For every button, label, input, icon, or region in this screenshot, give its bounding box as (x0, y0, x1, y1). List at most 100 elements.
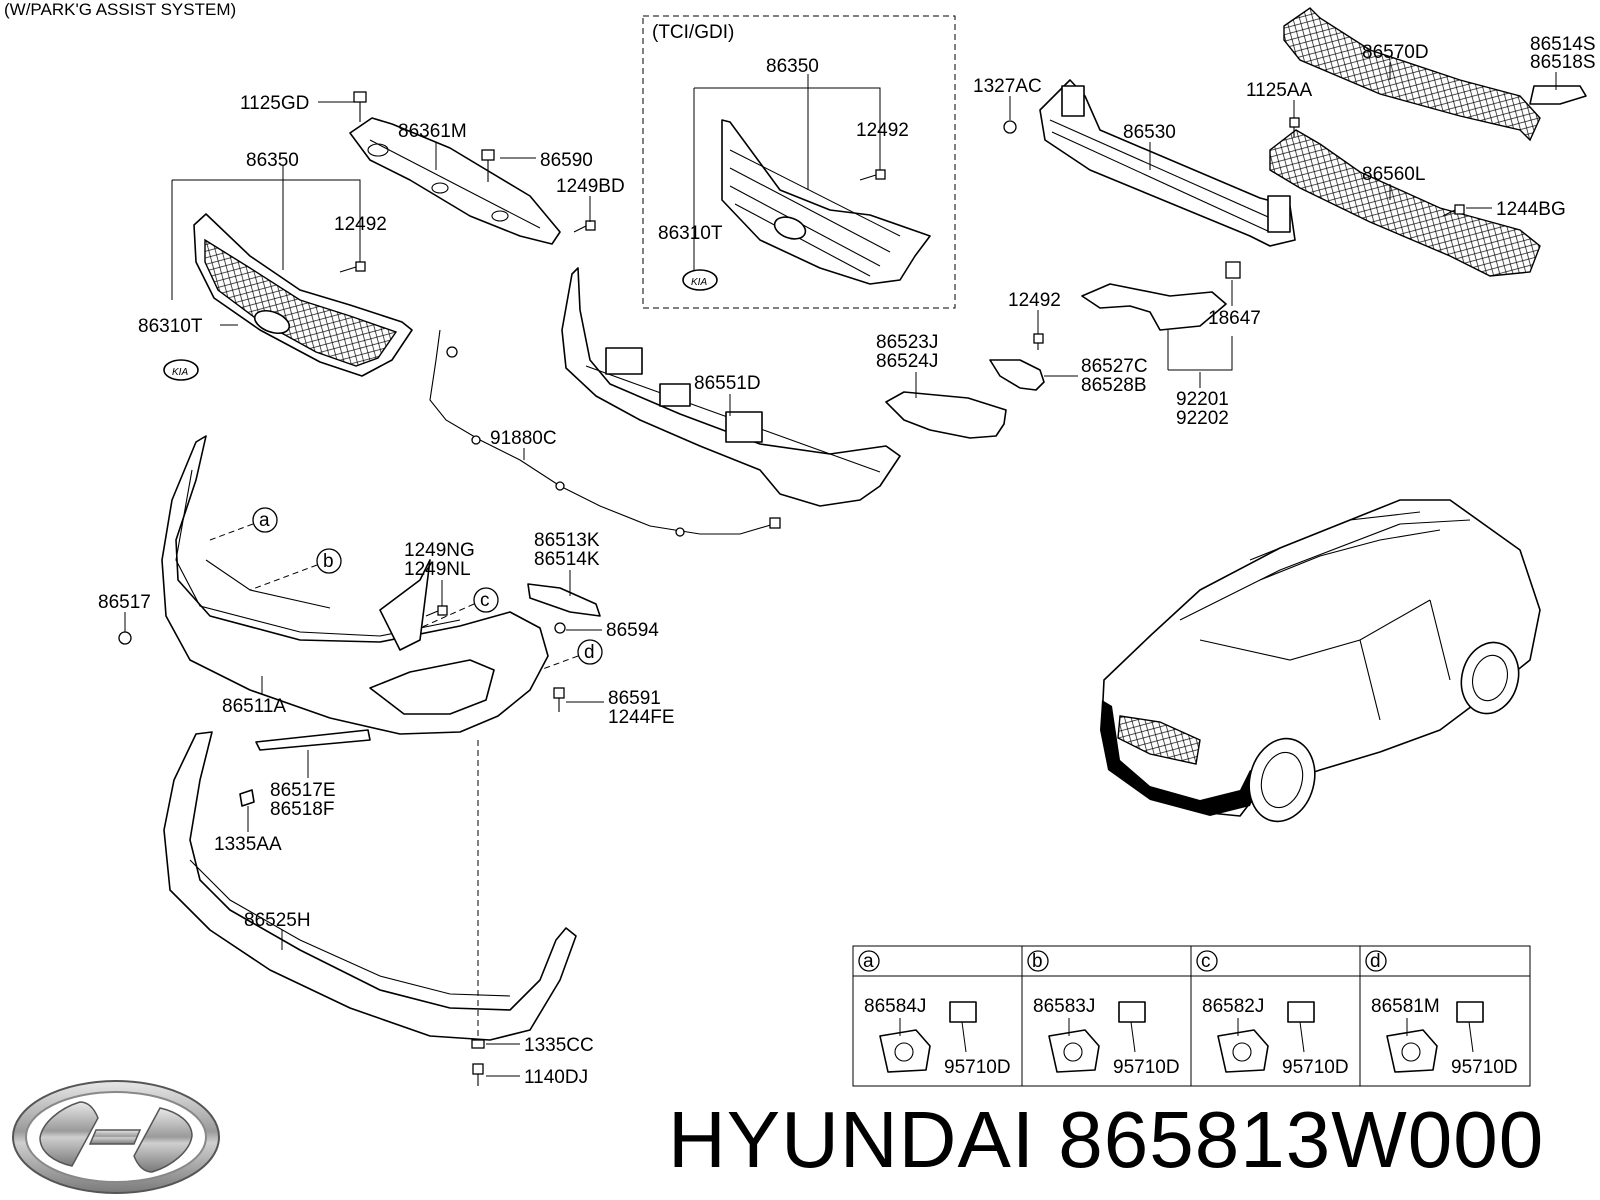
bolt-1140DJ (472, 1063, 484, 1086)
part-clip-86594 (554, 622, 566, 634)
bolt-1249NG (425, 605, 448, 617)
callout-86310T-inset: 86310T (658, 223, 723, 244)
callout-86514S: 86514S (1530, 34, 1596, 55)
part-upper-cover (349, 117, 561, 245)
table-sensor-b: 95710D (1113, 1057, 1180, 1078)
brand-part-title: HYUNDAI 865813W000 (668, 1100, 1544, 1180)
inset-note: (TCI/GDI) (652, 22, 734, 43)
marker-a: a (259, 510, 270, 531)
part-front-bumper (161, 435, 549, 735)
vehicle-illustration (1100, 499, 1541, 823)
callout-86594: 86594 (606, 620, 659, 641)
callout-91880C: 91880C (490, 428, 557, 449)
table-bracket-d: 86581M (1371, 996, 1440, 1017)
bolt-1244BG (1442, 204, 1465, 217)
hyundai-logo-icon (12, 1080, 220, 1194)
callout-86570D: 86570D (1362, 42, 1429, 63)
inset-frame (642, 15, 956, 309)
table-sensor-a: 95710D (944, 1057, 1011, 1078)
callout-86528B: 86528B (1081, 375, 1147, 396)
bolt-86590 (481, 149, 495, 182)
assist-system-note: (W/PARK'G ASSIST SYSTEM) (4, 0, 236, 19)
callout-1140DJ: 1140DJ (524, 1067, 588, 1088)
marker-d: d (584, 642, 595, 663)
callout-86517: 86517 (98, 592, 151, 613)
callout-1244FE: 1244FE (608, 707, 675, 728)
callout-18647: 18647 (1208, 308, 1261, 329)
table-key-d: d (1370, 951, 1381, 972)
marker-b: b (323, 551, 334, 572)
sensor-table: a b c d 86584J 86583J 86582J 86581M 9571… (852, 945, 1531, 1087)
callout-86350-left: 86350 (246, 150, 299, 171)
callout-1249BD: 1249BD (556, 176, 625, 197)
part-clip-1335CC (471, 1039, 485, 1049)
table-key-b: b (1032, 951, 1043, 972)
part-bracket-86513K (527, 583, 601, 617)
part-lower-skid (163, 731, 577, 1041)
table-sensor-c: 95710D (1282, 1057, 1349, 1078)
callout-86551D: 86551D (694, 373, 761, 394)
part-clip-1335AA (239, 789, 255, 807)
callout-1249NG: 1249NG (404, 540, 475, 561)
part-grille-left: KIA (163, 213, 413, 381)
callout-86530: 86530 (1123, 122, 1176, 143)
part-clip-86517 (118, 631, 132, 645)
callout-86518S: 86518S (1530, 52, 1596, 73)
marker-group: a b c d (252, 507, 603, 665)
callout-12492-left: 12492 (334, 214, 387, 235)
part-upper-mesh (1283, 7, 1541, 142)
part-bulb-18647 (1225, 261, 1241, 279)
callout-1244BG: 1244BG (1496, 199, 1566, 220)
bolt-86591 (553, 687, 565, 712)
part-fog-cover (885, 359, 1045, 439)
part-garnish-86517E (255, 729, 371, 751)
callout-1125AA: 1125AA (1246, 80, 1313, 101)
marker-c: c (480, 590, 490, 611)
svg-text:KIA: KIA (691, 277, 707, 288)
callout-86524J: 86524J (876, 351, 938, 372)
part-number: 865813W000 (1058, 1095, 1545, 1184)
table-sensor-d: 95710D (1451, 1057, 1518, 1078)
callout-86310T-left: 86310T (138, 316, 203, 337)
callout-86527C: 86527C (1081, 356, 1148, 377)
callout-92202: 92202 (1176, 408, 1229, 429)
callout-1335CC: 1335CC (524, 1035, 594, 1056)
callout-1335AA: 1335AA (214, 834, 282, 855)
sensor-drawing-c (1217, 1001, 1315, 1073)
part-wiring-harness (429, 329, 781, 537)
table-bracket-c: 86582J (1202, 996, 1264, 1017)
sensor-drawing-b (1048, 1001, 1146, 1073)
callout-86514K: 86514K (534, 549, 600, 570)
callout-86523J: 86523J (876, 332, 938, 353)
bolt-12492-left (339, 261, 366, 273)
part-bracket-86514S (1529, 85, 1587, 105)
callout-86560L: 86560L (1362, 164, 1425, 185)
part-lower-mesh (1269, 129, 1541, 277)
bolt-1249BD (573, 220, 596, 233)
callout-86361M: 86361M (398, 121, 467, 142)
callout-86350-inset: 86350 (766, 56, 819, 77)
part-bumper-beam (1039, 79, 1296, 247)
callout-86590: 86590 (540, 150, 593, 171)
callout-1327AC: 1327AC (973, 76, 1042, 97)
part-lower-panel (561, 267, 901, 507)
callout-86513K: 86513K (534, 530, 600, 551)
callout-86525H: 86525H (244, 910, 311, 931)
callout-92201: 92201 (1176, 389, 1229, 410)
callout-12492-inset: 12492 (856, 120, 909, 141)
bolt-12492-lamp (1033, 333, 1044, 350)
callout-labels: 1125GD 86361M 86590 1249BD 86350 12492 8… (98, 34, 1596, 1088)
table-bracket-a: 86584J (864, 996, 926, 1017)
callout-86511A: 86511A (222, 696, 286, 717)
callout-1125GD: 1125GD (240, 93, 309, 114)
kia-emblem-text: KIA (172, 367, 188, 378)
table-bracket-b: 86583J (1033, 996, 1095, 1017)
table-key-a: a (863, 951, 874, 972)
callout-86591: 86591 (608, 688, 661, 709)
part-fog-lamp (1081, 283, 1227, 331)
sensor-drawing-d (1386, 1001, 1484, 1073)
bolt-1125GD (353, 91, 367, 122)
part-grille-inset: KIA (682, 119, 931, 291)
callout-86517E: 86517E (270, 780, 336, 801)
